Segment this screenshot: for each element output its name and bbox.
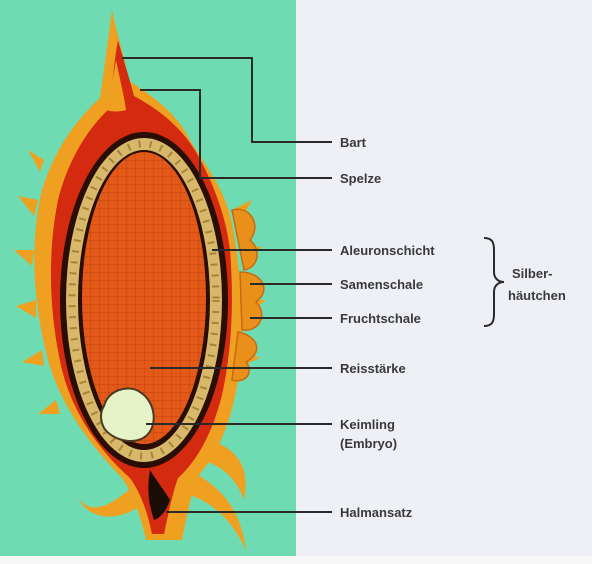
label-reisstaerke: Reisstärke [340,361,406,376]
label-bart: Bart [340,135,367,150]
label-keimling-2: (Embryo) [340,436,397,451]
embryo [101,388,154,441]
label-silberhaeutchen-1: Silber- [512,266,552,281]
label-samenschale: Samenschale [340,277,423,292]
label-fruchtschale: Fruchtschale [340,311,421,326]
label-keimling-1: Keimling [340,417,395,432]
bottom-strip [0,556,592,564]
label-spelze: Spelze [340,171,381,186]
label-silberhaeutchen-2: häutchen [508,288,566,303]
label-aleuronschicht: Aleuronschicht [340,243,435,258]
label-halmansatz: Halmansatz [340,505,413,520]
